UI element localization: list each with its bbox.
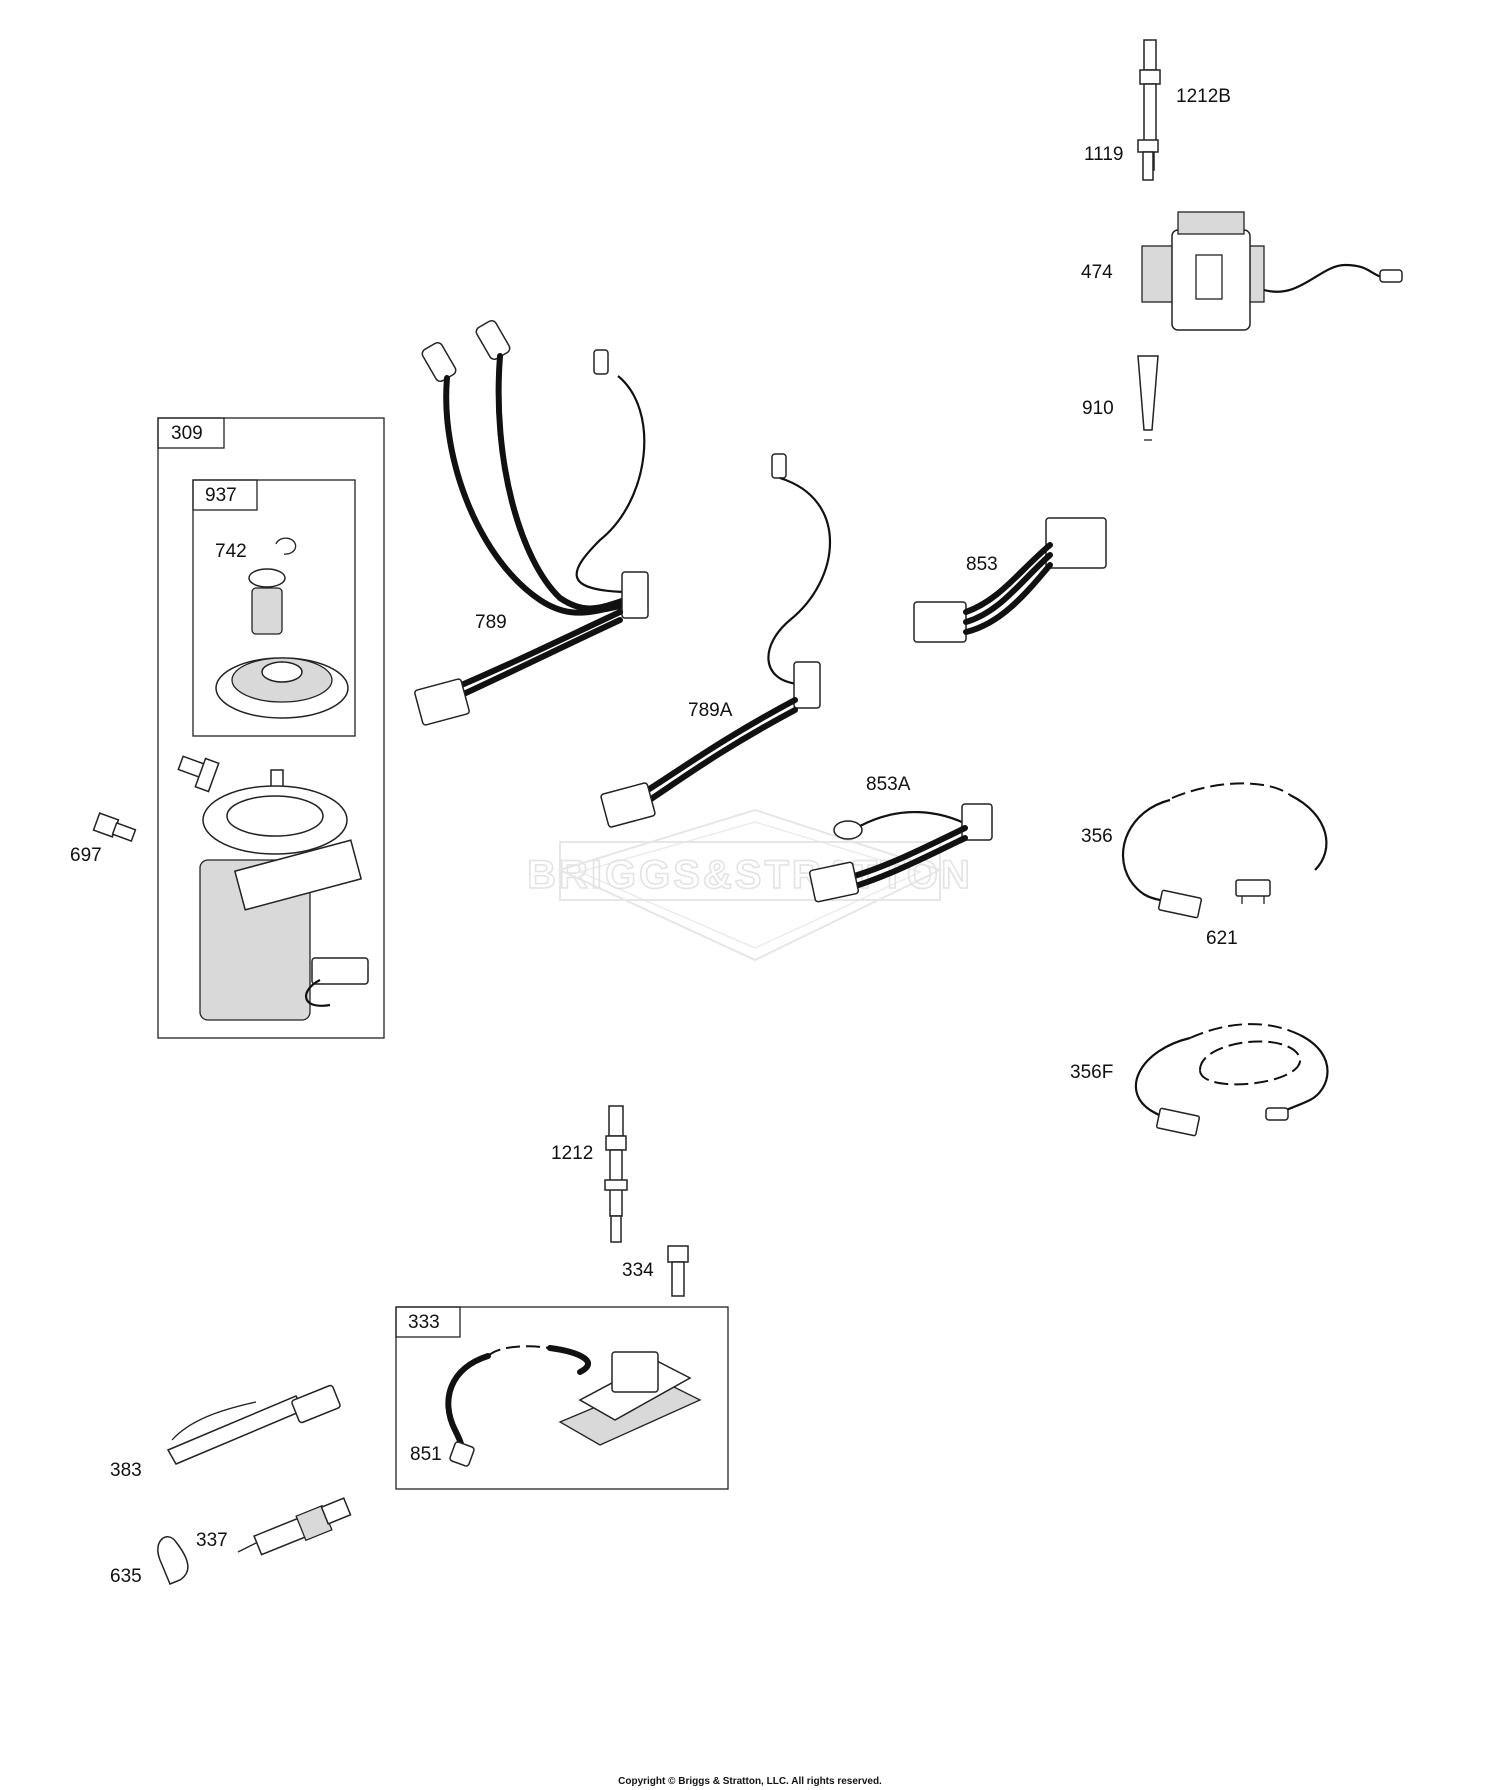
label-789A: 789A bbox=[688, 700, 733, 721]
clip-621[interactable] bbox=[1235, 879, 1271, 904]
label-1212: 1212 bbox=[551, 1143, 593, 1164]
label-910: 910 bbox=[1082, 398, 1114, 419]
pinion-assembly-tag bbox=[192, 479, 258, 511]
ground-wire-853A[interactable] bbox=[808, 803, 993, 903]
wire-356F[interactable] bbox=[1134, 1023, 1329, 1137]
label-853: 853 bbox=[966, 554, 998, 575]
harness-789A[interactable] bbox=[600, 453, 831, 828]
boot-635[interactable] bbox=[157, 1536, 189, 1585]
clip-742[interactable] bbox=[275, 537, 297, 555]
label-1119: 1119 bbox=[1084, 144, 1123, 165]
label-742: 742 bbox=[215, 541, 247, 562]
spark-plug-337[interactable] bbox=[237, 1497, 352, 1556]
bolt-1119[interactable] bbox=[1137, 139, 1159, 181]
starter-assembly-tag bbox=[157, 417, 225, 449]
wire-356[interactable] bbox=[1121, 782, 1328, 919]
brand-watermark: BRIGGS&STRATTON bbox=[526, 808, 973, 962]
label-697: 697 bbox=[70, 845, 102, 866]
label-333: 333 bbox=[408, 1312, 440, 1333]
armature-assembly-tag bbox=[395, 1306, 461, 1338]
label-937: 937 bbox=[205, 485, 237, 506]
label-851: 851 bbox=[410, 1444, 442, 1465]
copyright-notice: Copyright © Briggs & Stratton, LLC. All … bbox=[618, 1776, 882, 1787]
pinion-assembly-box bbox=[192, 479, 356, 737]
label-789: 789 bbox=[475, 612, 507, 633]
label-474: 474 bbox=[1081, 262, 1113, 283]
armature-assembly-box bbox=[395, 1306, 729, 1490]
label-334: 334 bbox=[622, 1260, 654, 1281]
label-853A: 853A bbox=[866, 774, 911, 795]
tool-383[interactable] bbox=[166, 1384, 341, 1465]
label-383: 383 bbox=[110, 1460, 142, 1481]
label-356F: 356F bbox=[1070, 1062, 1113, 1083]
starter-motor[interactable] bbox=[177, 755, 369, 1021]
harness-789[interactable] bbox=[414, 319, 649, 726]
armature-474[interactable] bbox=[1141, 211, 1403, 331]
label-621: 621 bbox=[1206, 928, 1238, 949]
label-337: 337 bbox=[196, 1530, 228, 1551]
bolt-697[interactable] bbox=[92, 812, 137, 843]
starter-assembly-box bbox=[157, 417, 385, 1039]
label-1212B: 1212B bbox=[1176, 86, 1231, 107]
label-635: 635 bbox=[110, 1566, 142, 1587]
label-356: 356 bbox=[1081, 826, 1113, 847]
label-309: 309 bbox=[171, 423, 203, 444]
watermark-text: BRIGGS&STRATTON bbox=[527, 853, 973, 897]
stud-1212[interactable] bbox=[604, 1105, 628, 1243]
bolt-334[interactable] bbox=[667, 1245, 689, 1297]
pinion-drive[interactable] bbox=[215, 568, 349, 719]
harness-853[interactable] bbox=[913, 517, 1107, 643]
armature-module[interactable] bbox=[445, 1345, 702, 1467]
spacer-910[interactable] bbox=[1137, 355, 1159, 441]
